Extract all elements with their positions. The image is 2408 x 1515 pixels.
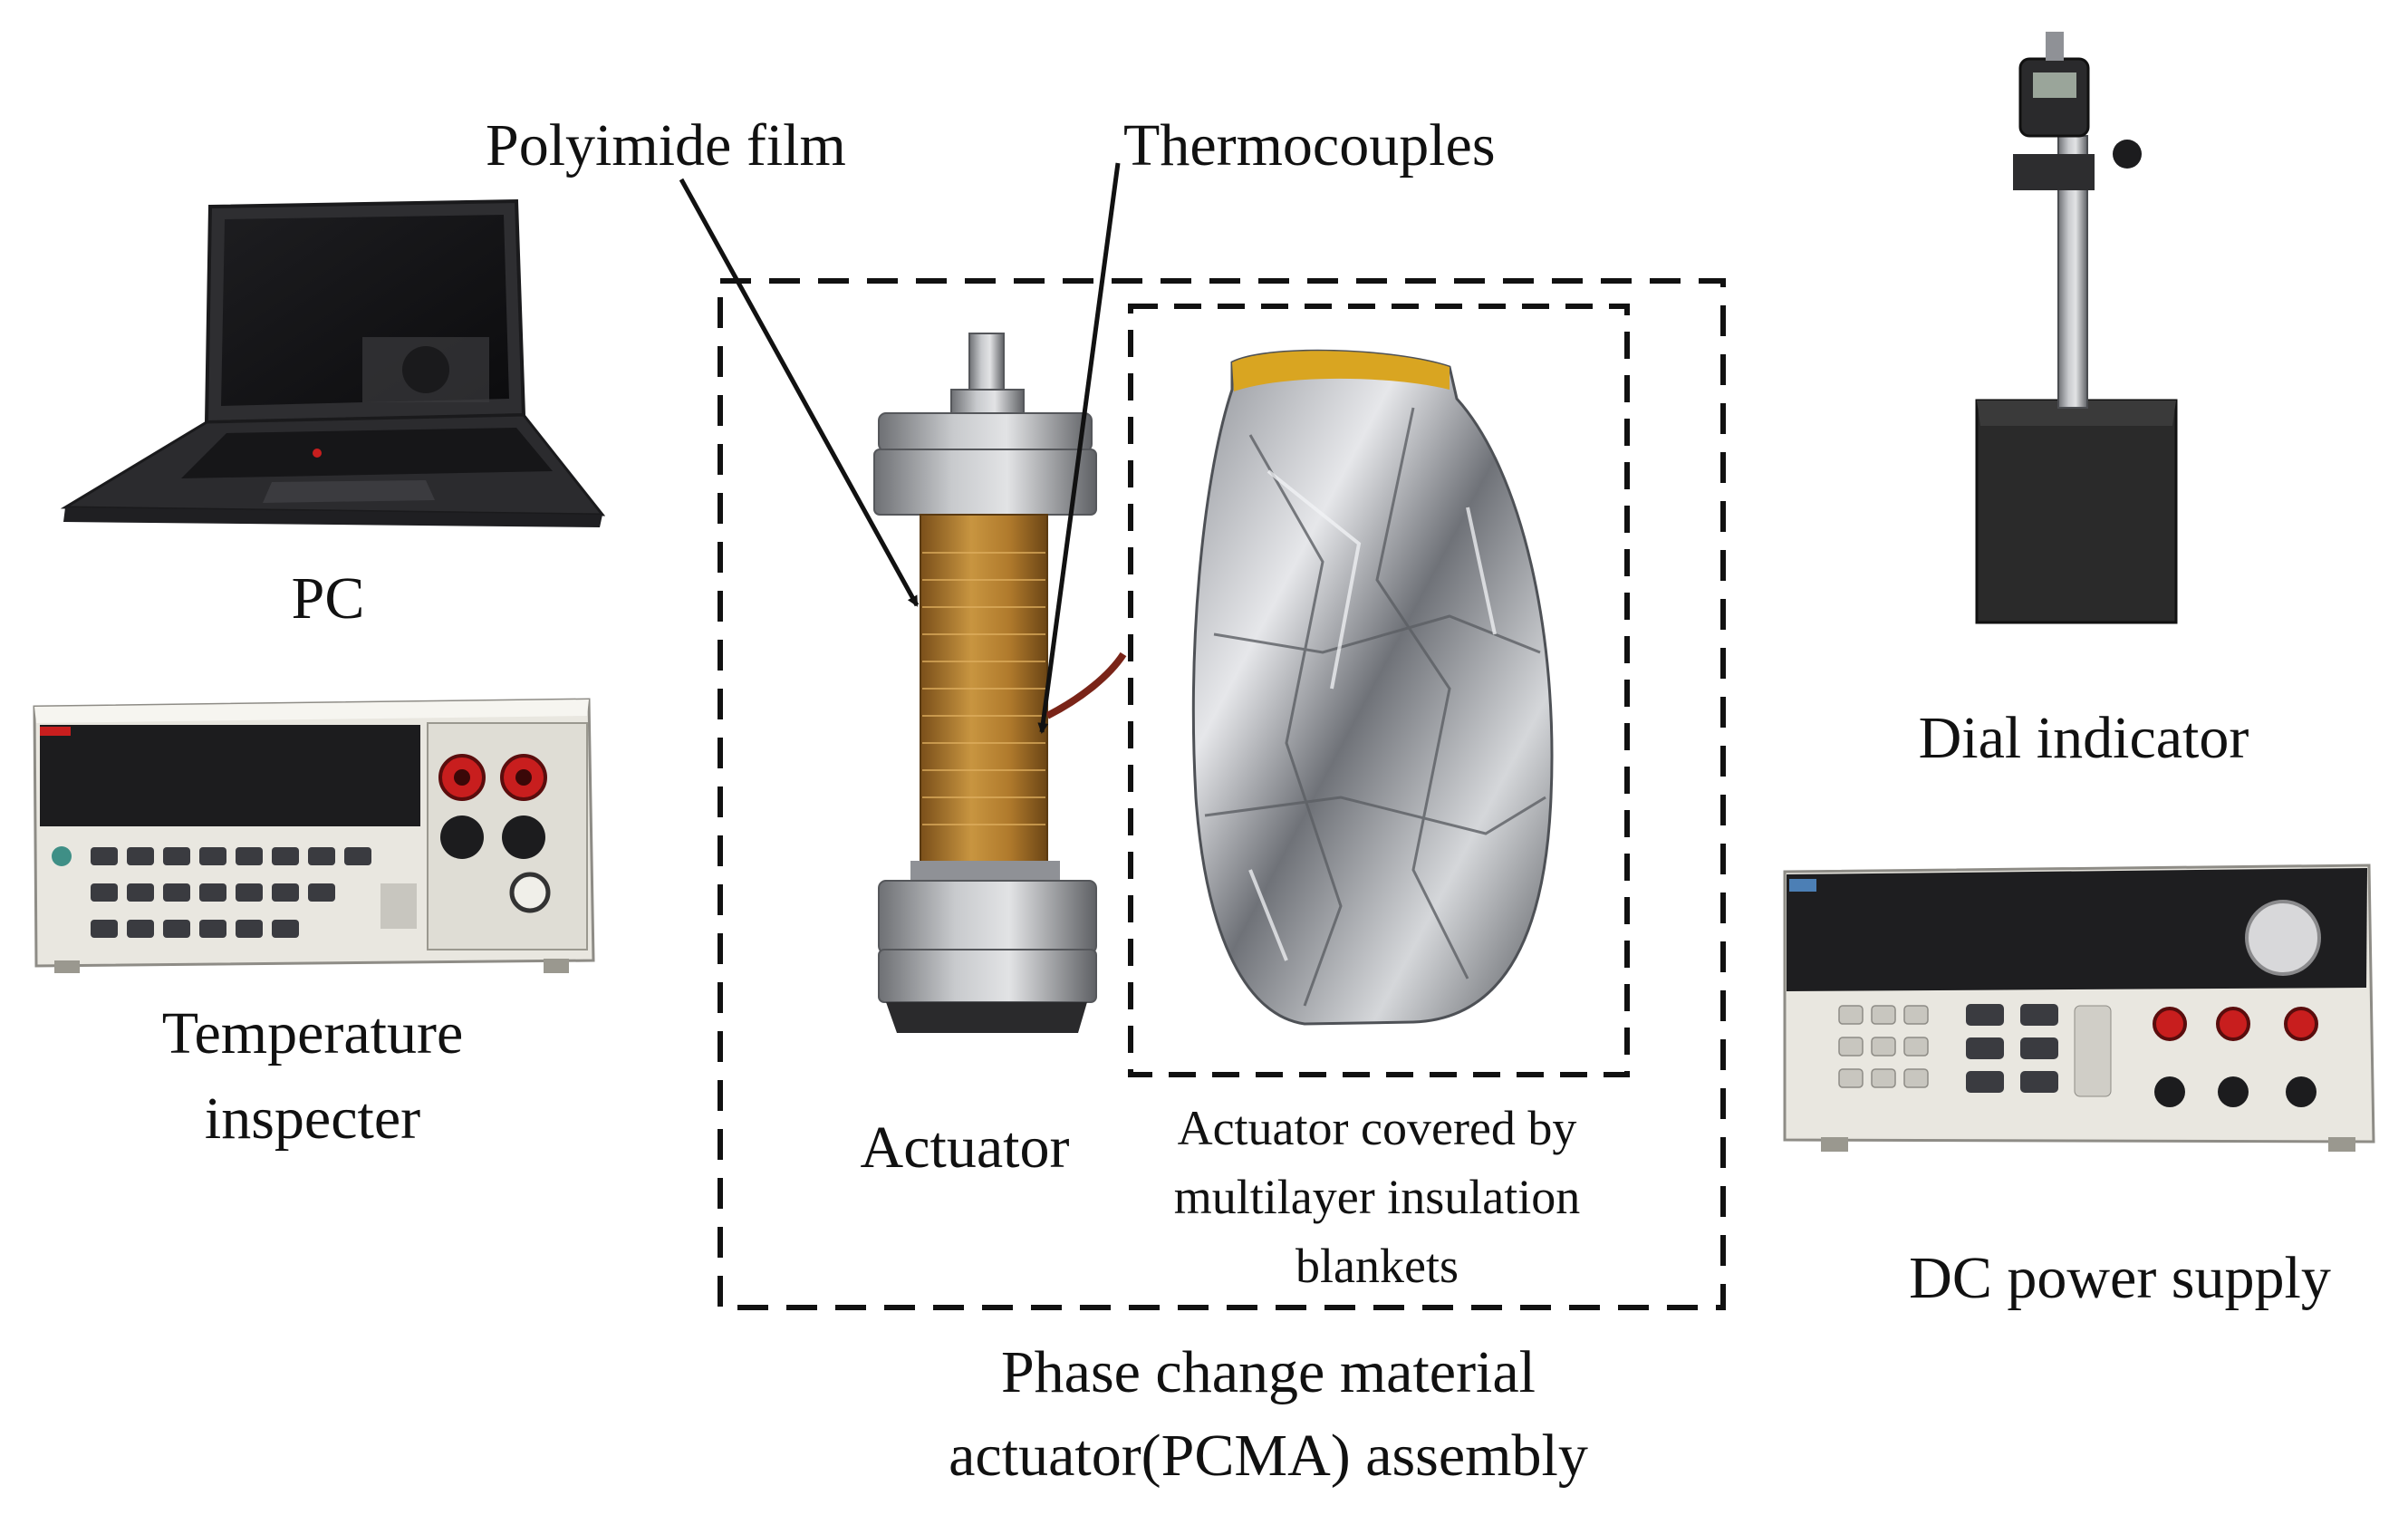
label-temperature-line2: inspecter [204, 1086, 421, 1152]
label-thermocouples: Thermocouples [1123, 112, 1496, 179]
label-polyimide-film: Polyimide film [486, 112, 846, 179]
label-pc: PC [291, 565, 365, 632]
label-temperature-line1: Temperature [161, 1000, 464, 1066]
label-dc-power-supply: DC power supply [1909, 1245, 2331, 1311]
multimeter-icon [33, 698, 595, 973]
dc-power-supply-icon [1783, 864, 2375, 1152]
label-assembly-line2: actuator(PCMA) assembly [949, 1423, 1588, 1489]
label-assembly-line1: Phase change material [1000, 1339, 1536, 1405]
laptop-icon [60, 198, 606, 527]
label-covered-line3: blankets [1296, 1239, 1459, 1293]
dial-indicator-icon [1975, 32, 2178, 624]
insulated-actuator-icon [1191, 349, 1554, 1026]
pcma-assembly-box [718, 278, 1726, 1310]
label-covered-line1: Actuator covered by [1177, 1101, 1577, 1155]
label-dial-indicator: Dial indicator [1918, 705, 2249, 771]
actuator-icon [873, 333, 1127, 1033]
insulated-actuator-box [1128, 304, 1630, 1077]
label-covered-line2: multilayer insulation [1173, 1170, 1581, 1224]
polyimide-arrow [679, 178, 920, 607]
label-actuator: Actuator [860, 1115, 1070, 1181]
thermocouples-arrow [1037, 162, 1121, 734]
